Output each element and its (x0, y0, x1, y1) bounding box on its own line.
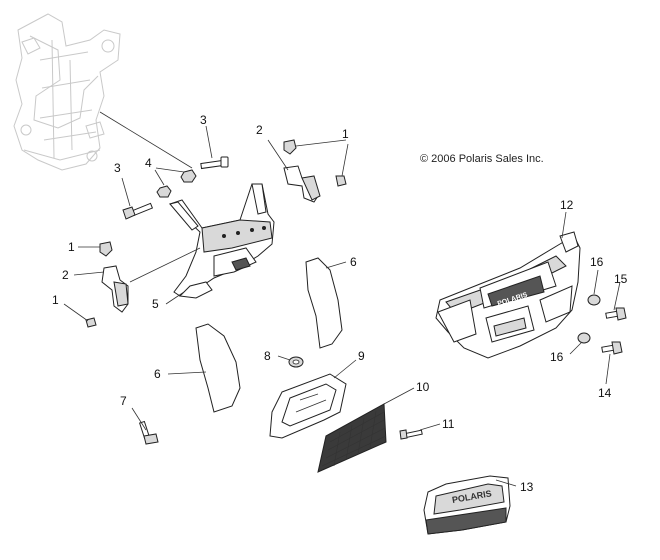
callout-3: 3 (200, 113, 207, 127)
clip-upper (283, 139, 347, 187)
washer (577, 294, 601, 344)
callout-16: 16 (550, 350, 564, 364)
badge-plate: POLARIS (423, 475, 511, 535)
bolt-upper (200, 156, 229, 170)
callout-1: 1 (52, 293, 59, 307)
callout-3: 3 (114, 161, 121, 175)
side-panel-left (195, 323, 241, 413)
frame-ghost (13, 13, 121, 171)
leader-11 (419, 423, 441, 431)
leader-1a (295, 139, 347, 147)
frame-ghost-leader (99, 111, 193, 169)
callout-10: 10 (416, 380, 430, 394)
mesh-screen (317, 403, 387, 473)
callout-6: 6 (154, 367, 161, 381)
screw (399, 429, 423, 440)
callout-11: 11 (442, 417, 455, 431)
bolt-item-7 (138, 420, 159, 445)
leader-3b (121, 177, 131, 207)
leader-4 (154, 169, 165, 186)
grille-frame (269, 373, 347, 439)
leader-3a (205, 125, 213, 159)
callout-16: 16 (590, 255, 604, 269)
bracket-upper (283, 165, 321, 203)
leader-6a (325, 261, 347, 269)
bolt-item-14 (601, 341, 623, 355)
callout-1: 1 (342, 127, 349, 141)
leader-12 (561, 211, 567, 239)
leader-5 (165, 291, 185, 305)
callout-7: 7 (120, 394, 127, 408)
callout-4: 4 (145, 156, 152, 170)
callout-15: 15 (614, 272, 628, 286)
leader-7 (131, 407, 147, 431)
leader-8 (277, 355, 291, 361)
leader-13 (495, 479, 517, 487)
nut (156, 169, 197, 198)
callout-13: 13 (520, 480, 534, 494)
leader-15 (613, 281, 621, 311)
callout-6: 6 (350, 255, 357, 269)
bracket-left (101, 265, 129, 313)
copyright-notice: © 2006 Polaris Sales Inc. (420, 153, 544, 165)
bolt-lower (122, 202, 154, 220)
callout-9: 9 (358, 349, 365, 363)
bracket-left-hidden-line (129, 247, 201, 283)
leader-14 (605, 353, 611, 385)
leader-16b (569, 341, 583, 355)
leader-4b (155, 167, 185, 173)
bumper-support (169, 183, 275, 299)
clip-left (85, 241, 113, 328)
front-bumper: POLARIS (435, 231, 581, 359)
leader-2a (267, 139, 289, 171)
side-panel-right (305, 257, 343, 349)
leader-10 (383, 387, 415, 405)
leader-2b (73, 271, 105, 276)
bolt-item-15 (605, 307, 627, 321)
callout-2: 2 (62, 268, 69, 282)
callout-2: 2 (256, 123, 263, 137)
callout-14: 14 (598, 386, 612, 400)
leader-1c (63, 303, 89, 322)
leader-16a (593, 269, 599, 295)
grommet (288, 356, 304, 368)
callout-5: 5 (152, 297, 159, 311)
callout-12: 12 (560, 198, 574, 212)
leader-9 (333, 359, 357, 379)
callout-1: 1 (68, 240, 75, 254)
callout-8: 8 (264, 349, 271, 363)
leader-1a2 (341, 143, 349, 177)
leader-6b (167, 371, 207, 375)
